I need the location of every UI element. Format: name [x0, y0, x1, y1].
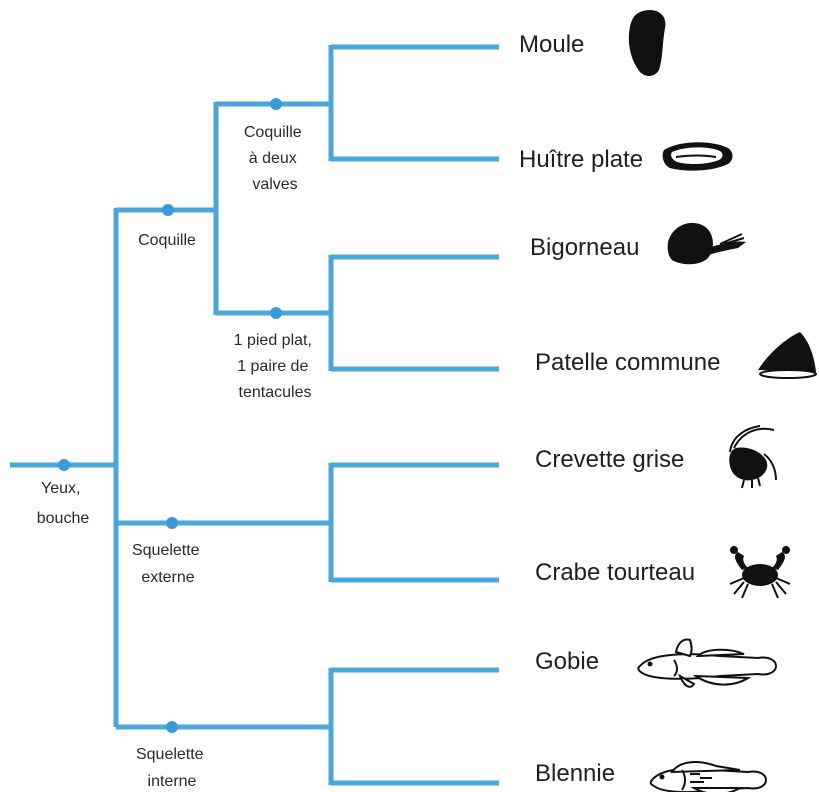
taxon-huitre-plate: Huître plate — [519, 146, 643, 173]
taxon-bigorneau: Bigorneau — [530, 234, 639, 261]
node-label-root: Yeux, bouche — [37, 480, 90, 527]
taxon-patelle-commune: Patelle commune — [535, 349, 720, 376]
taxon-gobie: Gobie — [535, 648, 599, 675]
node-label-pied-plat: 1 pied plat, 1 paire de tentacules — [234, 332, 317, 401]
node-label-line: tentacules — [239, 384, 312, 401]
node-deux-valves — [270, 98, 282, 110]
crab-icon — [730, 546, 790, 598]
goby-icon — [638, 640, 776, 687]
node-label-line: Coquille — [138, 232, 196, 249]
taxon-blennie: Blennie — [535, 760, 615, 787]
node-label-line: externe — [141, 569, 194, 586]
node-label-coquille: Coquille — [138, 232, 196, 249]
periwinkle-icon — [668, 223, 746, 264]
node-label-line: valves — [252, 176, 297, 193]
node-label-line: 1 paire de — [237, 358, 308, 375]
node-squelette-interne — [166, 721, 178, 733]
node-label-line: Squelette — [132, 542, 200, 559]
tree-nodes — [58, 98, 282, 733]
node-label-deux-valves: Coquille à deux valves — [244, 124, 306, 193]
blenny-icon — [651, 762, 766, 792]
node-coquille — [162, 204, 174, 216]
limpet-icon — [758, 332, 816, 378]
node-label-line: 1 pied plat, — [234, 332, 312, 349]
taxon-crevette-grise: Crevette grise — [535, 446, 684, 473]
node-label-squelette-interne: Squelette interne — [136, 746, 208, 790]
node-label-squelette-externe: Squelette externe — [132, 542, 204, 586]
node-label-line: Squelette — [136, 746, 204, 763]
node-label-line: Yeux, — [41, 480, 80, 497]
oyster-icon — [663, 142, 733, 170]
node-pied-plat — [270, 307, 282, 319]
taxon-crabe-tourteau: Crabe tourteau — [535, 559, 695, 586]
mussel-icon — [629, 10, 666, 76]
taxon-moule: Moule — [519, 31, 584, 58]
node-label-line: bouche — [37, 510, 90, 527]
node-label-line: à deux — [249, 150, 297, 167]
shrimp-icon — [729, 426, 776, 488]
node-root — [58, 459, 70, 471]
node-squelette-externe — [166, 517, 178, 529]
node-label-line: interne — [148, 773, 197, 790]
node-label-line: Coquille — [244, 124, 302, 141]
